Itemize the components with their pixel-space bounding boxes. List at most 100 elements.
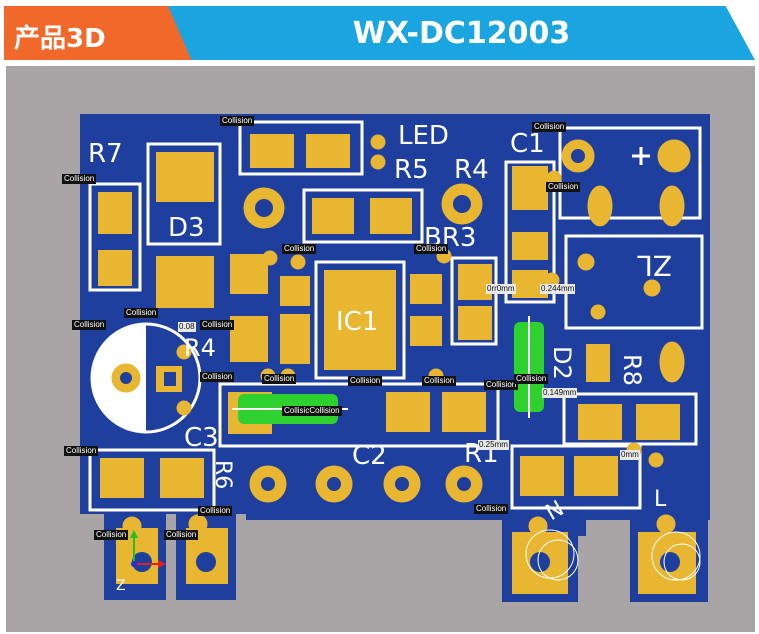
pad-led-1: [250, 134, 294, 168]
collision-label: Collision: [72, 320, 107, 330]
axis-z-label: Z: [116, 578, 126, 594]
collision-label: Collision: [546, 182, 581, 192]
pad-r8-oval: [659, 341, 685, 383]
pad-oval-1: [587, 185, 613, 227]
collision-label: Collision: [474, 504, 509, 514]
pad-r3-1: [458, 264, 492, 300]
hole-big-2: [453, 195, 471, 213]
silk-text-c3: C3: [184, 423, 219, 453]
silk-text-r6: R6: [210, 460, 235, 489]
via-zl-1: [577, 253, 595, 271]
dimension-label: 0.08: [178, 322, 196, 332]
via-zl-2: [643, 279, 661, 297]
silk-text-r7: R7: [88, 139, 123, 169]
silk-r7: [88, 182, 142, 292]
silk-d3: [146, 142, 222, 246]
silk-text-r5: R5: [394, 155, 429, 185]
silk-text-ic1: IC1: [336, 307, 378, 337]
hole-tab-1: [132, 552, 152, 572]
pad-ic-l2: [280, 314, 310, 364]
pad-left-1: [230, 254, 268, 294]
pad-ic-r1: [410, 274, 442, 304]
header-bar: 产品3D WX-DC12003: [0, 0, 759, 66]
product-3d-label: 产品3D: [14, 24, 106, 54]
pad-ic-r2: [410, 316, 442, 346]
hole-tab-4: [660, 552, 680, 572]
hole-c3: [120, 372, 132, 384]
pad-r1-2: [574, 456, 618, 496]
pad-r6-2: [160, 458, 204, 498]
collision-label: Collision: [414, 244, 449, 254]
via-small-1: [262, 250, 278, 266]
hole-row-3: [395, 477, 409, 491]
collision-pair-label: CollisicCollision: [282, 406, 342, 416]
via-led-2: [370, 154, 386, 170]
collision-label: Collision: [200, 372, 235, 382]
hole-tab-3: [530, 552, 550, 572]
via-led-1: [370, 134, 386, 150]
silk-power: [558, 126, 702, 220]
via-power-2: [657, 139, 691, 173]
silk-r3: [450, 256, 498, 346]
pad-d2-2: [636, 404, 680, 440]
dimension-label: 0mm: [620, 450, 640, 460]
collision-label: Collision: [484, 380, 519, 390]
collision-label: Collision: [64, 446, 99, 456]
pad-c2-3: [442, 392, 486, 432]
collision-label: Collision: [422, 376, 457, 386]
pad-r6-1: [100, 458, 144, 498]
model-title: WX-DC12003: [352, 16, 571, 51]
silk-text-zl: ZL: [637, 249, 672, 282]
hole-big-1: [255, 199, 273, 217]
collision-label: Collision: [124, 308, 159, 318]
silk-text-c1: C1: [510, 129, 545, 159]
collision-label: Collision: [164, 530, 199, 540]
wire-loop-4: [663, 543, 701, 581]
collision-label: Collision: [200, 320, 235, 330]
collision-label: Collision: [282, 244, 317, 254]
dimension-label: 0.149mm: [542, 388, 578, 398]
silk-text-r8: R8: [618, 354, 646, 386]
collision-label: Collision: [94, 530, 129, 540]
pad-r7-2: [98, 250, 132, 286]
silk-r5: [302, 188, 424, 244]
silk-text-d2: D2: [548, 346, 576, 380]
hole-row-4: [457, 477, 471, 491]
silk-text-r4-left: R4: [184, 334, 216, 362]
dimension-label: 0.25mm: [478, 440, 509, 450]
pad-ic-body: [324, 270, 396, 370]
pcb-3d-viewport[interactable]: R7 LED C1 R5 R4 D3 BR3 IC1 R4 C3 C2 R1 Z…: [6, 66, 755, 632]
pad-c1-2: [512, 232, 548, 260]
product-3d-tag: 产品3D: [4, 6, 204, 60]
hole-c3-square: [164, 372, 176, 386]
pcb-board-render[interactable]: R7 LED C1 R5 R4 D3 BR3 IC1 R4 C3 C2 R1 Z…: [6, 66, 755, 632]
dimension-label: 0rr0mm: [486, 284, 516, 294]
pad-oval-2: [659, 185, 685, 227]
silk-c1: [504, 160, 556, 304]
pad-r3-2: [458, 306, 492, 340]
silk-led: [238, 120, 364, 176]
hole-row-1: [261, 477, 275, 491]
pad-r8: [586, 344, 610, 382]
pad-r1-1: [520, 456, 564, 496]
wire-loop-2: [537, 539, 579, 581]
pad-d2-1: [578, 404, 622, 440]
collision-label: Collision: [62, 174, 97, 184]
via-small-10: [648, 452, 664, 468]
axis-origin: [131, 561, 137, 567]
collision-label: Collision: [514, 374, 549, 384]
collision-label: Collision: [262, 374, 297, 384]
pad-d3-2: [156, 256, 214, 308]
pad-led-2: [306, 134, 350, 168]
via-c3-3: [176, 344, 192, 360]
hole-tab-2: [196, 552, 216, 572]
axis-y-arrow: [130, 530, 138, 538]
pad-c1-1: [512, 166, 548, 210]
pad-r5-1: [312, 198, 354, 234]
via-zl-3: [590, 304, 606, 320]
silk-text-r4-top: R4: [454, 155, 489, 185]
silk-text-c2: C2: [352, 441, 387, 471]
collision-label: Collision: [198, 506, 233, 516]
collision-label: Collision: [348, 376, 383, 386]
pad-left-2: [230, 316, 268, 362]
